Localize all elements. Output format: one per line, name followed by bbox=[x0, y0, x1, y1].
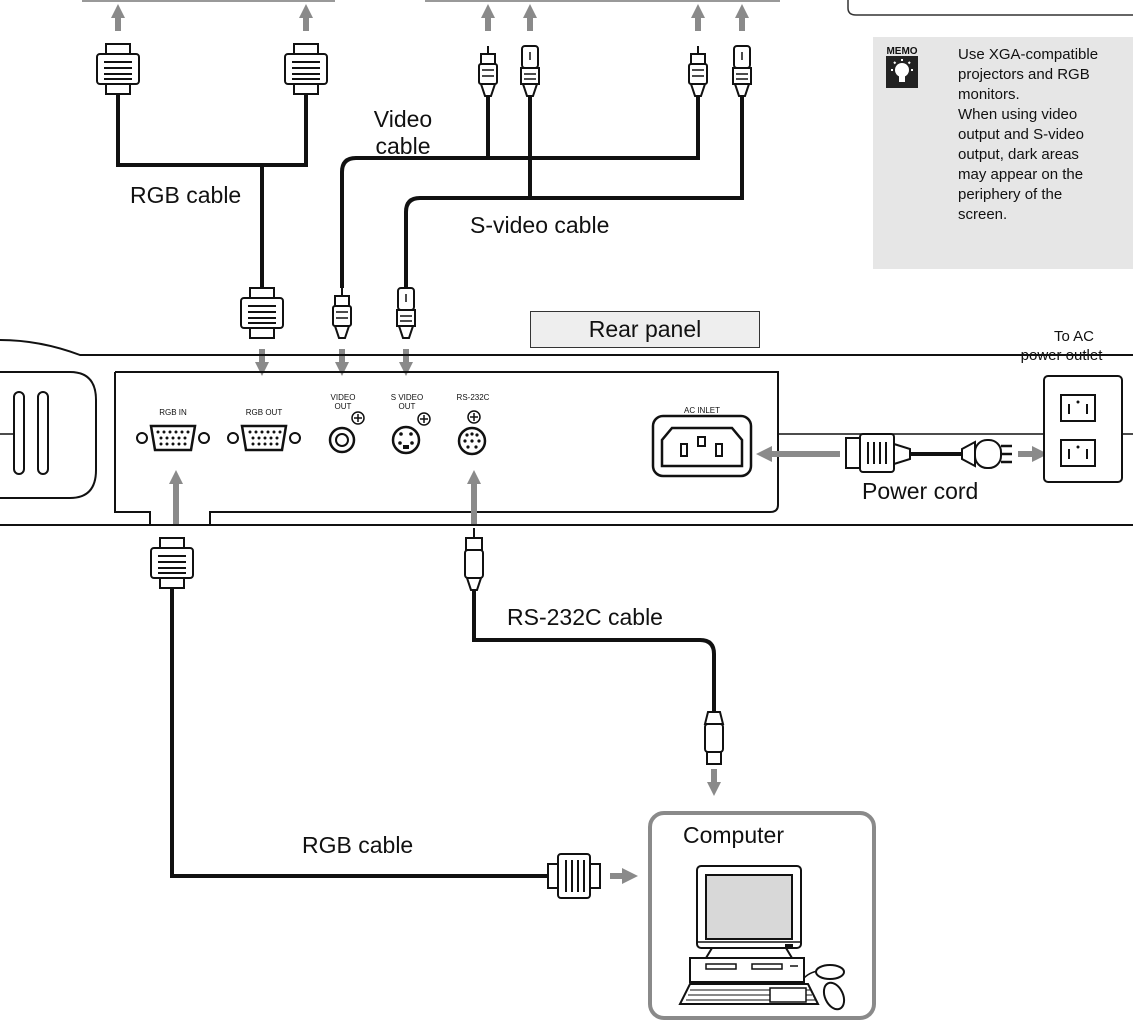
rgb-in-label: RGB IN bbox=[159, 408, 187, 417]
rgb-in-port bbox=[136, 424, 210, 452]
svideo-plug-icon bbox=[732, 45, 752, 97]
vga-plug-icon bbox=[96, 43, 140, 95]
computer-icon bbox=[678, 865, 846, 1011]
svideo-cable-branch bbox=[530, 97, 744, 200]
projector-rear bbox=[0, 339, 1133, 526]
memo-icon-text: MEMO bbox=[886, 46, 917, 57]
video-cable-label-line1: Video bbox=[373, 106, 433, 132]
to-ac-label-line1: To AC bbox=[1053, 328, 1095, 345]
memo-line: periphery of the bbox=[958, 186, 1063, 203]
memo-line: screen. bbox=[958, 206, 1008, 223]
memo-text: Use XGA-compatible projectors and RGB mo… bbox=[958, 45, 1126, 225]
vga-plug-icon bbox=[284, 43, 328, 95]
arrow-right-icon bbox=[1018, 446, 1048, 462]
computer-label: Computer bbox=[683, 822, 784, 848]
rgb-cable-bottom bbox=[170, 588, 548, 878]
video-cable-label-line2: cable bbox=[375, 133, 431, 159]
arrow-up-icon bbox=[299, 4, 313, 31]
mini-din-plug-icon bbox=[464, 528, 484, 591]
power-outlet-icon bbox=[1043, 375, 1123, 483]
video-cable bbox=[340, 97, 490, 288]
to-ac-label: To AC bbox=[1024, 328, 1124, 346]
memo-line: Use XGA-compatible bbox=[958, 46, 1099, 63]
arrow-up-icon bbox=[111, 4, 125, 31]
ac-inlet-port bbox=[651, 414, 753, 478]
top-right-note-box bbox=[847, 0, 1133, 16]
memo-line: output and S-video bbox=[958, 126, 1084, 143]
video-cable-branch bbox=[488, 97, 700, 160]
arrow-down-icon bbox=[707, 769, 721, 796]
power-cord bbox=[756, 433, 1048, 473]
arrow-up-icon bbox=[691, 4, 705, 31]
video-out-label-line2: OUT bbox=[334, 402, 352, 411]
video-out-label: VIDEO OUT bbox=[320, 393, 366, 411]
svideo-out-label-line1: S VIDEO bbox=[390, 393, 424, 402]
mini-din-plug-icon bbox=[703, 711, 725, 765]
arrow-up-icon bbox=[523, 4, 537, 31]
rs232c-cable bbox=[472, 590, 716, 712]
rca-plug-icon bbox=[332, 287, 352, 339]
rs232c-port bbox=[457, 410, 487, 456]
svideo-cable bbox=[404, 97, 532, 290]
arrow-left-icon bbox=[756, 446, 840, 462]
rgb-out-port bbox=[227, 424, 301, 452]
memo-line: output, dark areas bbox=[958, 146, 1079, 163]
memo-line: When using video bbox=[958, 106, 1078, 123]
rca-plug-icon bbox=[478, 45, 498, 97]
vga-plug-icon bbox=[240, 287, 284, 339]
rgb-out-label: RGB OUT bbox=[245, 408, 283, 417]
memo-line: monitors. bbox=[958, 86, 1020, 103]
arrow-right-icon bbox=[610, 868, 638, 884]
rs232c-cable-label: RS-232C cable bbox=[507, 604, 663, 630]
rgb-cable-bottom-label: RGB cable bbox=[302, 832, 414, 858]
ac-inlet-label: AC INLET bbox=[683, 406, 720, 415]
memo-icon: MEMO bbox=[886, 46, 918, 88]
rca-plug-icon bbox=[688, 45, 708, 97]
vga-plug-icon bbox=[150, 537, 194, 589]
arrow-up-icon bbox=[169, 470, 183, 497]
rs232c-label: RS-232C bbox=[456, 393, 490, 402]
video-cable-label: Video cable bbox=[368, 106, 438, 160]
svideo-plug-icon bbox=[396, 287, 416, 339]
power-outlet-label: power outlet bbox=[1020, 347, 1103, 364]
vga-plug-horizontal-icon bbox=[547, 853, 601, 899]
rgb-cable-top-loop bbox=[116, 95, 308, 167]
memo-line: projectors and RGB bbox=[958, 66, 1090, 83]
memo-line: may appear on the bbox=[958, 166, 1084, 183]
rgb-cable-top-label: RGB cable bbox=[130, 182, 242, 208]
arrow-up-icon bbox=[467, 470, 481, 497]
video-out-port bbox=[328, 411, 365, 454]
svideo-out-label-line2: OUT bbox=[398, 402, 416, 411]
video-out-label-line1: VIDEO bbox=[330, 393, 356, 402]
svideo-out-port bbox=[391, 412, 431, 455]
svideo-out-label: S VIDEO OUT bbox=[384, 393, 430, 411]
arrow-up-icon bbox=[481, 4, 495, 31]
arrow-up-icon bbox=[735, 4, 749, 31]
svideo-cable-label: S-video cable bbox=[470, 212, 610, 238]
svideo-plug-icon bbox=[520, 45, 540, 97]
memo-box: MEMO Use XGA-compatible projectors and R… bbox=[873, 37, 1133, 269]
rear-panel-label: Rear panel bbox=[530, 311, 760, 348]
power-cord-label: Power cord bbox=[862, 478, 979, 504]
